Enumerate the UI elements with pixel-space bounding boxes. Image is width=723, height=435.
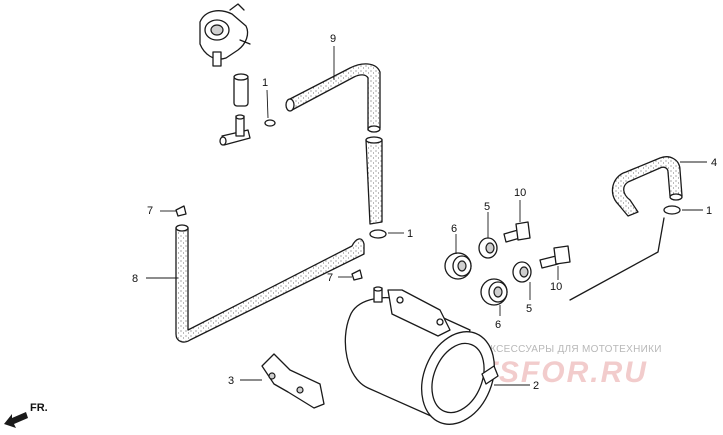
- callout-3: 3: [228, 375, 234, 387]
- air-valve: [199, 3, 251, 67]
- t-joint: [219, 114, 251, 146]
- hose-9: [285, 63, 381, 133]
- callout-5a: 5: [484, 201, 490, 213]
- collar-5b: [512, 261, 532, 283]
- watermark-caption: ЗАПЧАСТИ И АКСЕССУАРЫ ДЛЯ МОТОТЕХНИКИ: [414, 344, 662, 355]
- collar-5a: [478, 237, 498, 259]
- front-direction-arrow-icon: [4, 412, 28, 428]
- tube-8: [175, 224, 365, 343]
- clip-7a: [175, 205, 187, 217]
- callout-5b: 5: [526, 303, 532, 315]
- bracket-3: [261, 353, 325, 409]
- callout-6a: 6: [451, 223, 457, 235]
- canister-2: [344, 286, 499, 425]
- leader-1a: [266, 89, 269, 119]
- callout-10b: 10: [550, 281, 562, 293]
- vertical-hose: [365, 136, 383, 225]
- callout-1c: 1: [706, 205, 712, 217]
- grommet-6a: [444, 252, 472, 280]
- grommet-6b: [480, 278, 508, 306]
- callout-6b: 6: [495, 319, 501, 331]
- callout-7b: 7: [327, 272, 333, 284]
- clip-1a: [264, 119, 276, 127]
- callout-1b: 1: [407, 228, 413, 240]
- callout-1a: 1: [262, 77, 268, 89]
- callout-7a: 7: [147, 205, 153, 217]
- clip-7b: [351, 269, 363, 281]
- callout-8: 8: [132, 273, 138, 285]
- hose-4: [611, 156, 683, 217]
- clip-1b: [369, 229, 387, 239]
- callout-2: 2: [533, 380, 539, 392]
- bolt-10a: [503, 221, 531, 243]
- callout-9: 9: [330, 33, 336, 45]
- bolt-10b: [539, 245, 571, 269]
- front-direction-label: FR.: [30, 402, 48, 414]
- hose-joint: [233, 73, 249, 107]
- clip-1c: [569, 205, 681, 301]
- callout-4: 4: [711, 157, 717, 169]
- callout-10a: 10: [514, 187, 526, 199]
